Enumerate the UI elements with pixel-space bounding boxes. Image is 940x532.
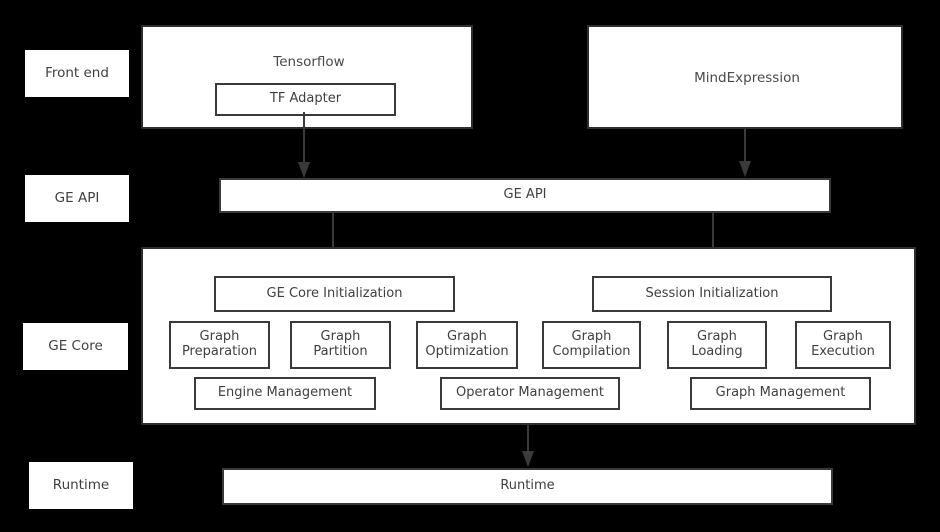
- layer-label-front-end: Front end: [25, 50, 129, 97]
- tf-adapter-box[interactable]: TF Adapter: [215, 83, 396, 116]
- module-graph-execution[interactable]: Graph Execution: [795, 321, 891, 369]
- ge-core-panel: GE Core Initialization Session Initializ…: [141, 247, 916, 425]
- module-graph-loading[interactable]: Graph Loading: [667, 321, 767, 369]
- module-graph-optimization[interactable]: Graph Optimization: [416, 321, 518, 369]
- layer-label-runtime: Runtime: [29, 462, 133, 509]
- mindexpression-title: MindExpression: [694, 70, 800, 86]
- tensorflow-panel: Tensorflow TF Adapter: [141, 25, 473, 129]
- arrow-tf-adapter-to-ge-api: [296, 112, 312, 180]
- management-graph-management[interactable]: Graph Management: [690, 377, 871, 410]
- module-graph-compilation[interactable]: Graph Compilation: [542, 321, 641, 369]
- arrow-mindexpression-to-ge-api: [737, 129, 753, 179]
- runtime-bar[interactable]: Runtime: [222, 468, 833, 505]
- tensorflow-title: Tensorflow: [273, 54, 345, 70]
- management-engine-management[interactable]: Engine Management: [194, 377, 376, 410]
- layer-label-ge-api: GE API: [25, 175, 129, 222]
- management-operator-management[interactable]: Operator Management: [440, 377, 620, 410]
- layer-label-ge-core: GE Core: [23, 323, 128, 370]
- arrow-ge-core-to-runtime: [520, 425, 536, 469]
- module-graph-preparation[interactable]: Graph Preparation: [169, 321, 270, 369]
- module-graph-partition[interactable]: Graph Partition: [290, 321, 391, 369]
- ge-api-bar[interactable]: GE API: [219, 178, 831, 213]
- session-initialization-box[interactable]: Session Initialization: [592, 276, 832, 312]
- mindexpression-panel: MindExpression: [587, 25, 903, 129]
- ge-core-initialization-box[interactable]: GE Core Initialization: [214, 276, 455, 312]
